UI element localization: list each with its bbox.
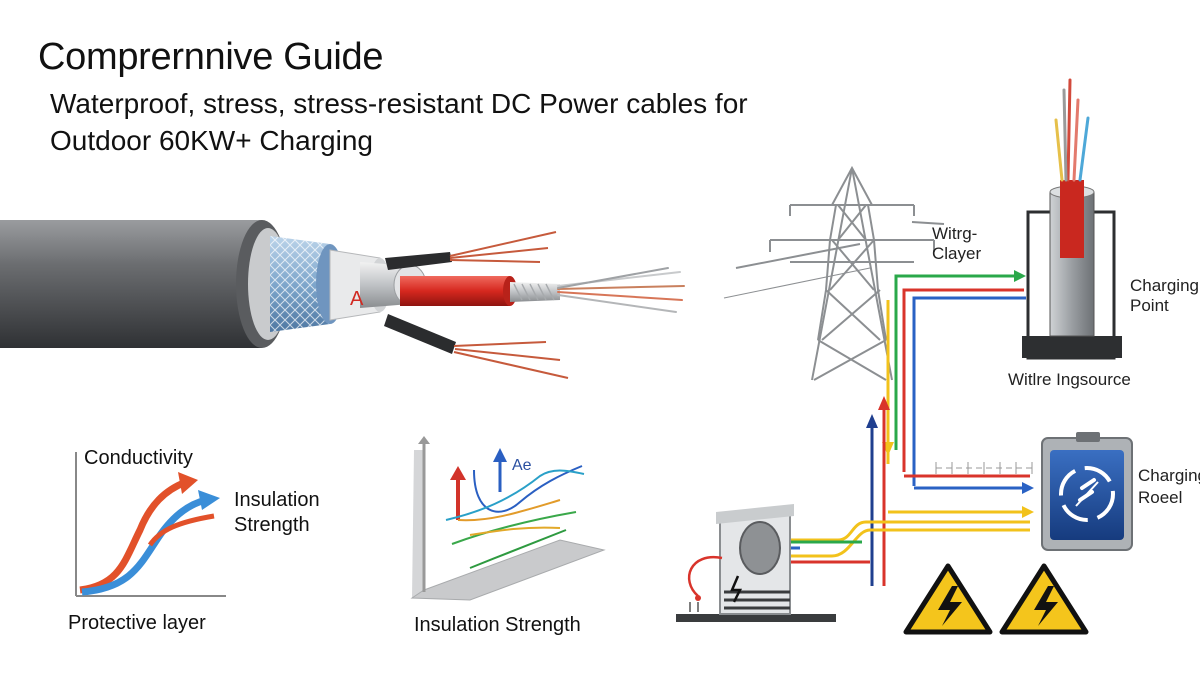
page-subtitle-line-2: Outdoor 60KW+ Charging [50,125,373,156]
insulation-curve [81,496,207,596]
charging-post-red-core [1060,180,1084,258]
cable-strands [557,267,685,313]
conductivity-curve [79,478,188,594]
lightning-icon [730,575,743,603]
chart-label-conductivity: Conductivity [84,447,193,469]
source-label: Witlre Ingsource [1008,370,1131,389]
chart-label-insulation: Insulation [234,489,320,511]
power-tower-icon [723,165,945,381]
reel-label-line-1: Charging [1138,466,1200,485]
charging-reel-icon [1041,432,1133,551]
conductivity-chart [75,452,226,597]
cable-illustration: A [0,220,685,379]
charging-point-label-line-2: Point [1130,296,1169,315]
cable-black-wire-upper [385,252,452,270]
insulation-strength-chart: Ae [410,436,606,601]
chart-caption-insulation-strength: Insulation Strength [414,614,581,636]
cable-black-wire-lower [384,314,456,354]
tower-label-line-1: Witrg- [932,224,978,243]
cable-outer-jacket [0,220,262,348]
junction-box-icon [676,504,836,622]
charging-post-icon [1022,78,1122,360]
tower-label-line-2: Clayer [932,244,982,263]
reel-label-line-2: Roeel [1138,488,1183,507]
page-title: Comprernnive Guide [38,36,384,78]
cable-marker-label: A [350,288,364,310]
page-subtitle-line-1: Waterproof, stress, stress-resistant DC … [50,88,748,119]
warning-icon [999,563,1089,635]
charging-point-label-line-1: Charging [1130,276,1199,295]
chart-arrow-label: Ae [512,457,532,474]
chart-label-protective-layer: Protective layer [68,612,206,634]
warning-icon [903,563,993,635]
chart-label-strength: Strength [234,514,310,536]
cable-red-core [400,276,510,306]
wiring-paths [762,270,1034,586]
